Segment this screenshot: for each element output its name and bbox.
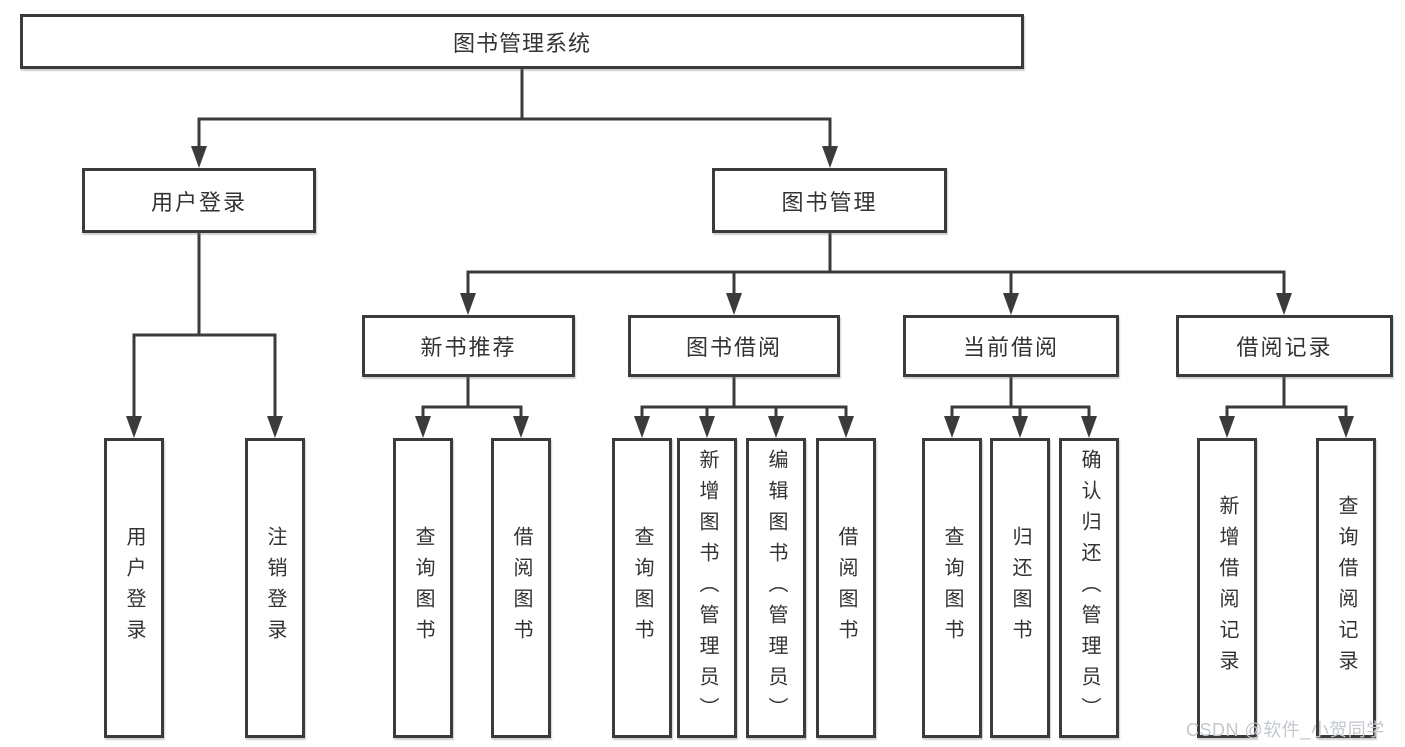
node-label: 编辑图书（管理员） (765, 448, 787, 728)
node-label: 注销登录 (264, 526, 286, 650)
node-leaf-logout: 注销登录 (245, 438, 305, 738)
edge-user-login-children (126, 233, 283, 438)
node-leaf-edit-book-admin: 编辑图书（管理员） (746, 438, 806, 738)
edge-new-book-recommend-children (415, 377, 529, 438)
node-user-login: 用户登录 (82, 168, 316, 233)
edge-root-to-level1 (191, 69, 838, 168)
node-book-management: 图书管理 (712, 168, 947, 233)
watermark-text: CSDN @软件_小贺同学 (1186, 720, 1385, 740)
node-leaf-confirm-return-admin: 确认归还（管理员） (1059, 438, 1119, 738)
node-label: 图书借阅 (685, 335, 782, 360)
edge-book-borrowing-children (634, 377, 854, 438)
edge-current-borrowing-children (944, 377, 1097, 438)
node-label: 归还图书 (1009, 526, 1031, 650)
node-leaf-user-login: 用户登录 (104, 438, 164, 738)
node-leaf-borrow-books-borrowing: 借阅图书 (816, 438, 876, 738)
node-label: 新书推荐 (420, 335, 517, 360)
node-label: 借阅图书 (510, 526, 532, 650)
node-leaf-query-books-recommend: 查询图书 (393, 438, 453, 738)
node-leaf-query-books-current: 查询图书 (922, 438, 982, 738)
node-label: 用户登录 (150, 189, 247, 215)
node-leaf-query-borrow-record: 查询借阅记录 (1316, 438, 1376, 738)
node-label: 当前借阅 (962, 335, 1059, 360)
node-label: 图书管理系统 (452, 30, 591, 56)
node-new-book-recommend: 新书推荐 (362, 315, 575, 377)
node-label: 新增图书（管理员） (696, 448, 718, 728)
edge-borrowing-records-children (1219, 377, 1354, 438)
node-leaf-return-books: 归还图书 (990, 438, 1050, 738)
node-library-management-system: 图书管理系统 (20, 14, 1024, 69)
node-label: 新增借阅记录 (1216, 495, 1238, 681)
node-label: 确认归还（管理员） (1078, 448, 1100, 728)
node-borrowing-records: 借阅记录 (1176, 315, 1393, 377)
node-label: 借阅记录 (1236, 335, 1333, 360)
node-leaf-add-borrow-record: 新增借阅记录 (1197, 438, 1257, 738)
node-label: 查询图书 (412, 526, 434, 650)
node-label: 查询图书 (941, 526, 963, 650)
node-label: 借阅图书 (835, 526, 857, 650)
node-book-borrowing: 图书借阅 (628, 315, 840, 377)
node-label: 用户登录 (123, 526, 145, 650)
node-current-borrowing: 当前借阅 (903, 315, 1119, 377)
node-label: 查询借阅记录 (1335, 495, 1357, 681)
edge-book-management-children (460, 233, 1292, 315)
node-leaf-query-books-borrowing: 查询图书 (612, 438, 672, 738)
node-leaf-borrow-books-recommend: 借阅图书 (491, 438, 551, 738)
node-label: 查询图书 (631, 526, 653, 650)
node-leaf-add-book-admin: 新增图书（管理员） (677, 438, 737, 738)
node-label: 图书管理 (781, 189, 878, 215)
